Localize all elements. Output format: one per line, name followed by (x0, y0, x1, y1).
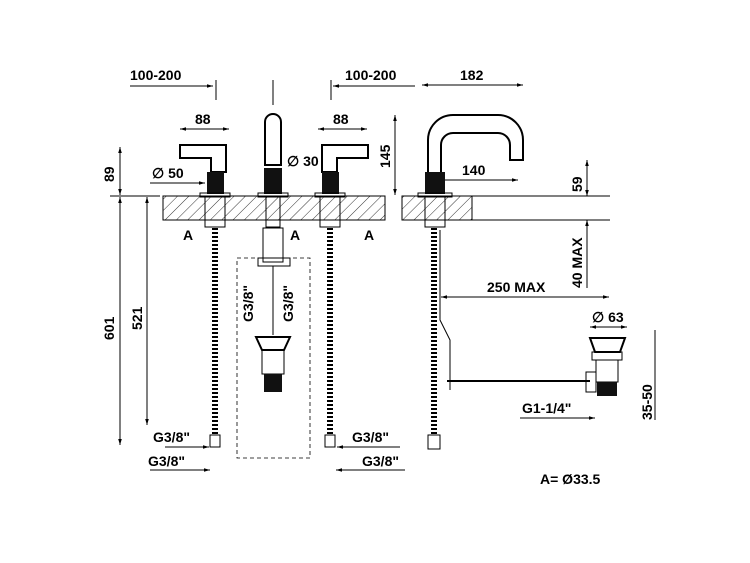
label-g-vertical-right: G3/8" (280, 285, 296, 322)
dim-outlet-height: 59 (569, 176, 585, 192)
countertop-side (401, 195, 473, 221)
drain-side (585, 337, 627, 396)
label-a-left: A (183, 227, 193, 243)
label-g-right-lower: G3/8" (362, 453, 399, 469)
label-a-center: A (290, 227, 300, 243)
dim-deck-thickness: 40 MAX (569, 237, 585, 288)
dim-spout-reach: 140 (462, 162, 486, 178)
dimension-lines (118, 80, 656, 472)
dim-drain-diameter: ∅ 63 (592, 309, 624, 325)
dim-hose-length: 521 (129, 306, 145, 330)
label-g-right-upper: G3/8" (352, 429, 389, 445)
dim-drain-thread: G1-1/4" (522, 400, 571, 416)
note-a-diameter: A= Ø33.5 (540, 471, 601, 487)
left-handle (179, 144, 231, 448)
dim-handle-diameter: ∅ 50 (152, 165, 184, 181)
label-a-right: A (364, 227, 374, 243)
dim-hose-total: 601 (101, 316, 117, 340)
spout-front (254, 113, 292, 392)
dim-drain-height: 35-50 (639, 384, 655, 420)
dim-drain-distance: 250 MAX (487, 279, 546, 295)
dim-spacing-right: 100-200 (345, 67, 397, 83)
dim-spout-diameter: ∅ 30 (287, 153, 319, 169)
dim-handle-width-left: 88 (195, 111, 211, 127)
label-g-left-upper: G3/8" (153, 429, 190, 445)
label-g-vertical-left: G3/8" (240, 285, 256, 322)
dim-spacing-left: 100-200 (130, 67, 182, 83)
dim-spout-reach-total: 182 (460, 67, 484, 83)
drain-outline (236, 257, 311, 459)
countertop-front (162, 195, 386, 221)
right-handle (314, 144, 369, 448)
label-g-left-lower: G3/8" (148, 453, 185, 469)
spout-side (417, 114, 590, 450)
dim-handle-width-right: 88 (333, 111, 349, 127)
dim-spout-height: 145 (377, 144, 393, 168)
dim-handle-height: 89 (101, 166, 117, 182)
